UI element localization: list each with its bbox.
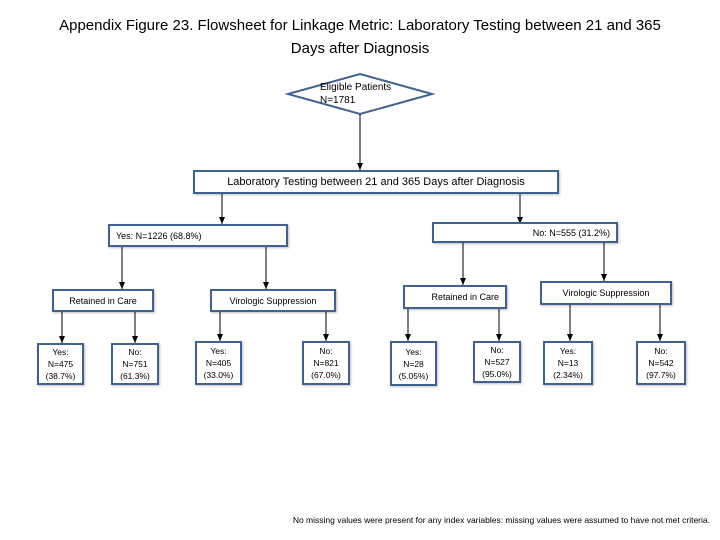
yes-viro-box: Virologic Suppression: [210, 289, 336, 312]
yr-no-box: No: N=751 (61.3%): [111, 343, 159, 385]
leaf-pct: (97.7%): [646, 370, 676, 380]
yr-yes-box: Yes: N=475 (38.7%): [37, 343, 84, 385]
leaf-label: Yes:: [210, 346, 227, 356]
leaf-label: No:: [490, 345, 504, 355]
leaf-label: Yes:: [52, 347, 69, 357]
leaf-count: N=28: [403, 358, 424, 369]
nv-no-box: No: N=542 (97.7%): [636, 341, 686, 385]
leaf-pct: (67.0%): [311, 370, 341, 380]
leaf-label: No:: [319, 346, 333, 356]
leaf-pct: (5.05%): [398, 370, 429, 381]
nv-yes-box: Yes: N=13 (2.34%): [543, 341, 593, 385]
leaf-count: N=751: [122, 359, 148, 369]
connectors: [59, 114, 663, 343]
leaf-pct: (2.34%): [553, 370, 583, 380]
no-viro-label: Virologic Suppression: [562, 288, 650, 298]
yes-retained-label: Retained in Care: [69, 295, 137, 306]
lab-testing-label: Laboratory Testing between 21 and 365 Da…: [227, 176, 525, 188]
leaf-count: N=542: [648, 358, 674, 368]
title-line-1: Appendix Figure 23. Flowsheet for Linkag…: [59, 17, 661, 34]
leaf-count: N=13: [557, 358, 579, 368]
eligible-patients-label: Eligible Patients N=1781: [320, 81, 391, 107]
leaf-count: N=475: [47, 359, 74, 369]
yes-branch-label: Yes: N=1226 (68.8%): [116, 230, 202, 241]
eligible-count: N=1781: [320, 95, 356, 106]
yes-branch-box: Yes: N=1226 (68.8%): [108, 224, 288, 247]
leaf-label: No:: [128, 347, 142, 357]
leaf-count: N=527: [484, 357, 510, 367]
figure-title: Appendix Figure 23. Flowsheet for Linkag…: [0, 14, 720, 60]
no-viro-box: Virologic Suppression: [540, 281, 672, 305]
no-branch-box: No: N=555 (31.2%): [432, 222, 618, 243]
leaf-count: N=405: [205, 358, 232, 368]
no-retained-label: Retained in Care: [431, 292, 499, 302]
yes-retained-box: Retained in Care: [52, 289, 154, 312]
no-branch-label: No: N=555 (31.2%): [532, 227, 610, 238]
yes-viro-label: Virologic Suppression: [229, 295, 317, 306]
leaf-pct: (33.0%): [203, 370, 234, 380]
leaf-label: No:: [654, 346, 668, 356]
yv-yes-box: Yes: N=405 (33.0%): [195, 341, 242, 385]
leaf-label: Yes:: [559, 346, 577, 356]
yv-no-box: No: N=821 (67.0%): [302, 341, 350, 385]
lab-testing-box: Laboratory Testing between 21 and 365 Da…: [193, 170, 559, 194]
leaf-count: N=821: [313, 358, 339, 368]
title-line-2: Days after Diagnosis: [290, 40, 430, 57]
no-retained-box: Retained in Care: [403, 285, 507, 309]
eligible-label: Eligible Patients: [320, 82, 392, 93]
nr-yes-box: Yes: N=28 (5.05%): [390, 341, 437, 386]
leaf-label: Yes:: [405, 346, 422, 357]
footnote: No missing values were present for any i…: [292, 515, 710, 525]
leaf-pct: (38.7%): [45, 371, 76, 381]
nr-no-box: No: N=527 (95.0%): [473, 341, 521, 383]
leaf-pct: (61.3%): [120, 371, 150, 381]
leaf-pct: (95.0%): [482, 369, 512, 379]
